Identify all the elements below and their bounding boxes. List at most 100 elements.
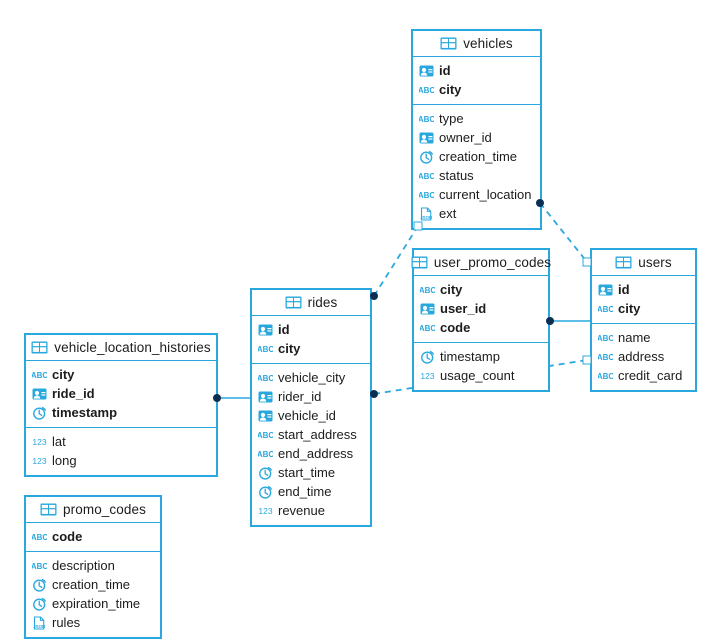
column-name: code [440,320,471,335]
table-header-users[interactable]: users [592,250,695,276]
column-row-start_time[interactable]: start_time [252,463,370,482]
svg-text:ABC: ABC [419,191,434,200]
column-name: revenue [278,503,325,518]
svg-text:ABC: ABC [258,431,273,440]
relationship-endpoint-dot-vehicle-location-histories-to-rides[interactable] [213,394,221,402]
clock-icon [32,406,47,420]
primary-key-row-city[interactable]: ABC city [26,365,216,384]
relationship-endpoint-dot-rides-to-users[interactable] [370,390,378,398]
table-header-user_promo_codes[interactable]: user_promo_codes [411,250,552,276]
clock-icon [32,597,47,611]
column-row-expiration_time[interactable]: expiration_time [26,594,160,613]
abc-string-icon: ABC [419,169,434,183]
clock-icon [419,150,434,164]
primary-key-row-timestamp[interactable]: timestamp [26,403,216,422]
column-name: city [439,82,462,97]
primary-key-row-ride_id[interactable]: ride_id [26,384,216,403]
123-number-icon: 123 [420,369,435,383]
abc-string-icon: ABC [598,302,613,316]
relationship-endpoint-square-rides-to-users[interactable] [582,355,592,365]
primary-key-row-id[interactable]: id [413,61,540,80]
column-row-owner_id[interactable]: owner_id [413,128,540,147]
abc-string-icon: ABC [258,447,273,461]
table-header-promo_codes[interactable]: promo_codes [26,497,160,523]
svg-text:ABC: ABC [419,86,434,95]
person-badge-id-icon [258,409,273,423]
column-row-rider_id[interactable]: rider_id [252,387,370,406]
column-row-creation_time[interactable]: creation_time [26,575,160,594]
table-header-vehicle_location_histories[interactable]: vehicle_location_histories [26,335,216,361]
table-grid-icon [40,503,57,516]
column-row-creation_time[interactable]: creation_time [413,147,540,166]
table-title: vehicle_location_histories [54,340,211,355]
svg-text:JSON: JSON [420,215,432,220]
column-row-vehicle_id[interactable]: vehicle_id [252,406,370,425]
column-row-end_time[interactable]: end_time [252,482,370,501]
primary-key-section: ABC city ride_id timestamp [26,361,216,427]
table-title: user_promo_codes [433,255,552,270]
relationship-endpoint-dot-rides-to-vehicles[interactable] [370,292,378,300]
relationship-endpoint-dot-user-promo-codes-to-users[interactable] [546,317,554,325]
relationship-endpoint-square-vehicles-to-users[interactable] [582,257,592,267]
column-name: type [439,111,464,126]
primary-key-row-user_id[interactable]: user_id [414,299,548,318]
column-name: start_time [278,465,336,480]
abc-string-icon: ABC [258,371,273,385]
column-name: city [52,367,75,382]
primary-key-row-id[interactable]: id [592,280,695,299]
column-name: rider_id [278,389,322,404]
svg-text:ABC: ABC [32,371,47,380]
column-row-timestamp[interactable]: timestamp [414,347,548,366]
column-name: end_address [278,446,354,461]
abc-string-icon: ABC [258,428,273,442]
table-header-vehicles[interactable]: vehicles [413,31,540,57]
primary-key-row-id[interactable]: id [252,320,370,339]
column-row-end_address[interactable]: ABC end_address [252,444,370,463]
column-name: ride_id [52,386,95,401]
column-name: creation_time [52,577,131,592]
relationship-endpoint-dot-vehicles-to-users[interactable] [536,199,544,207]
abc-string-icon: ABC [419,83,434,97]
svg-text:ABC: ABC [598,305,613,314]
svg-text:123: 123 [420,371,434,381]
table-header-rides[interactable]: rides [252,290,370,316]
column-name: city [440,282,463,297]
relationship-endpoint-square-rides-to-vehicles[interactable] [413,221,423,231]
primary-key-row-city[interactable]: ABC city [413,80,540,99]
column-name: vehicle_id [278,408,336,423]
svg-text:123: 123 [32,437,46,447]
abc-string-icon: ABC [258,342,273,356]
svg-text:ABC: ABC [419,172,434,181]
